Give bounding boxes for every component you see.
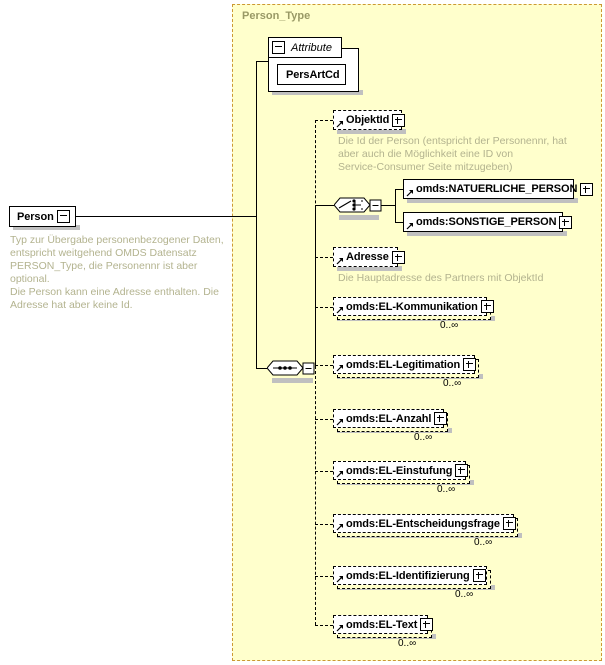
attribute-body-shadow [272,90,363,95]
choice-compositor[interactable] [334,193,382,219]
element-el-entscheidungsfrage[interactable]: omds:EL-Entscheidungsfrage [333,514,516,533]
choice-compositor-shadow [339,215,379,220]
expand-icon-sonstige-person[interactable] [559,215,573,229]
element-el-text[interactable]: omds:EL-Text [333,615,434,634]
connector-to-adresse [315,257,333,258]
sequence-compositor[interactable] [267,356,315,382]
element-natuerliche-person[interactable]: omds:NATUERLICHE_PERSON [403,179,594,199]
element-el-einstufung-label: omds:EL-Einstufung [346,464,453,477]
expand-icon-el-legitimation[interactable] [463,358,477,371]
person-type-label: Person_Type [242,10,311,22]
collapse-icon-person[interactable] [56,210,70,223]
element-natuerliche-person-label: omds:NATUERLICHE_PERSON [416,183,578,195]
natuerliche-person-shadow [407,198,578,203]
connector-to-el-anzahl [315,419,333,420]
connector-sequence-bus-solid [315,205,316,369]
element-sonstige-person-label: omds:SONSTIGE_PERSON [416,216,557,228]
connector-to-sonstige-person [395,222,403,223]
element-objektid[interactable]: ObjektId [333,110,406,130]
element-el-legitimation[interactable]: omds:EL-Legitimation [333,355,477,374]
expand-icon-adresse[interactable] [391,250,405,264]
element-el-einstufung[interactable]: omds:EL-Einstufung [333,461,469,480]
element-adresse[interactable]: Adresse [333,247,405,267]
expand-icon-el-text[interactable] [420,618,434,631]
connector-to-el-kommunikation [315,307,333,308]
cardinality-el-entscheidungsfrage: 0..∞ [474,537,493,548]
connector-to-el-text [315,625,333,626]
expand-icon-el-identifizierung[interactable] [472,569,486,582]
connector-to-el-einstufung [315,471,333,472]
element-el-text-label: omds:EL-Text [346,618,418,631]
person-box-shadow [13,225,80,230]
connector-to-el-entscheidungsfrage [315,524,333,525]
objektid-shadow [337,129,406,134]
element-el-anzahl[interactable]: omds:EL-Anzahl [333,409,448,428]
cardinality-el-text: 0..∞ [398,638,417,649]
connector-trunk-down-to-sequence [256,216,257,369]
person-type-container [232,4,602,661]
element-el-kommunikation-label: omds:EL-Kommunikation [346,300,478,313]
objektid-annotation: Die Id der Person (entspricht der Person… [338,135,567,173]
connector-choice-bus [395,189,396,223]
connector-to-el-legitimation [315,365,333,366]
adresse-shadow [337,266,402,271]
cardinality-el-kommunikation: 0..∞ [440,320,459,331]
connector-trunk-to-attribute [256,61,269,62]
connector-person-to-trunk [76,216,256,217]
element-el-anzahl-label: omds:EL-Anzahl [346,412,432,425]
connector-to-objektid [315,120,333,121]
attribute-persartcd[interactable]: PersArtCd [277,64,346,85]
cardinality-el-einstufung: 0..∞ [437,484,456,495]
connector-to-natuerliche-person [395,189,403,190]
expand-icon-el-entscheidungsfrage[interactable] [502,517,516,530]
element-el-entscheidungsfrage-label: omds:EL-Entscheidungsfrage [346,517,500,530]
connector-choice-out [381,205,395,206]
expand-icon-el-anzahl[interactable] [434,412,448,425]
connector-trunk-vertical [256,61,257,216]
expand-icon-natuerliche-person[interactable] [580,182,594,196]
connector-sequence-bus [315,120,316,625]
root-element-person[interactable]: Person [9,206,76,227]
element-adresse-label: Adresse [346,251,389,263]
element-el-legitimation-label: omds:EL-Legitimation [346,358,461,371]
expand-icon-el-kommunikation[interactable] [480,300,494,313]
cardinality-el-legitimation: 0..∞ [443,378,462,389]
element-sonstige-person[interactable]: omds:SONSTIGE_PERSON [403,212,573,232]
collapse-icon-attribute[interactable] [272,41,285,54]
attribute-group-header[interactable]: Attribute [268,37,342,58]
element-el-identifizierung[interactable]: omds:EL-Identifizierung [333,566,487,585]
element-objektid-label: ObjektId [346,114,390,126]
adresse-annotation: Die Hauptadresse des Partners mit Objekt… [338,272,544,284]
element-el-identifizierung-label: omds:EL-Identifizierung [346,569,470,582]
cardinality-el-anzahl: 0..∞ [414,432,433,443]
root-element-person-label: Person [17,210,54,223]
person-annotation: Typ zur Übergabe personenbezogener Daten… [10,234,224,311]
expand-icon-objektid[interactable] [392,113,406,127]
connector-to-el-identifizierung [315,576,333,577]
attribute-persartcd-label: PersArtCd [286,68,340,81]
sonstige-person-shadow [407,231,567,236]
attribute-group-label: Attribute [291,41,332,54]
sequence-compositor-shadow [272,378,313,383]
expand-icon-el-einstufung[interactable] [455,464,469,477]
element-el-kommunikation[interactable]: omds:EL-Kommunikation [333,297,494,316]
connector-to-choice [315,205,334,206]
cardinality-el-identifizierung: 0..∞ [455,589,474,600]
connector-trunk-to-sequence [256,368,268,369]
